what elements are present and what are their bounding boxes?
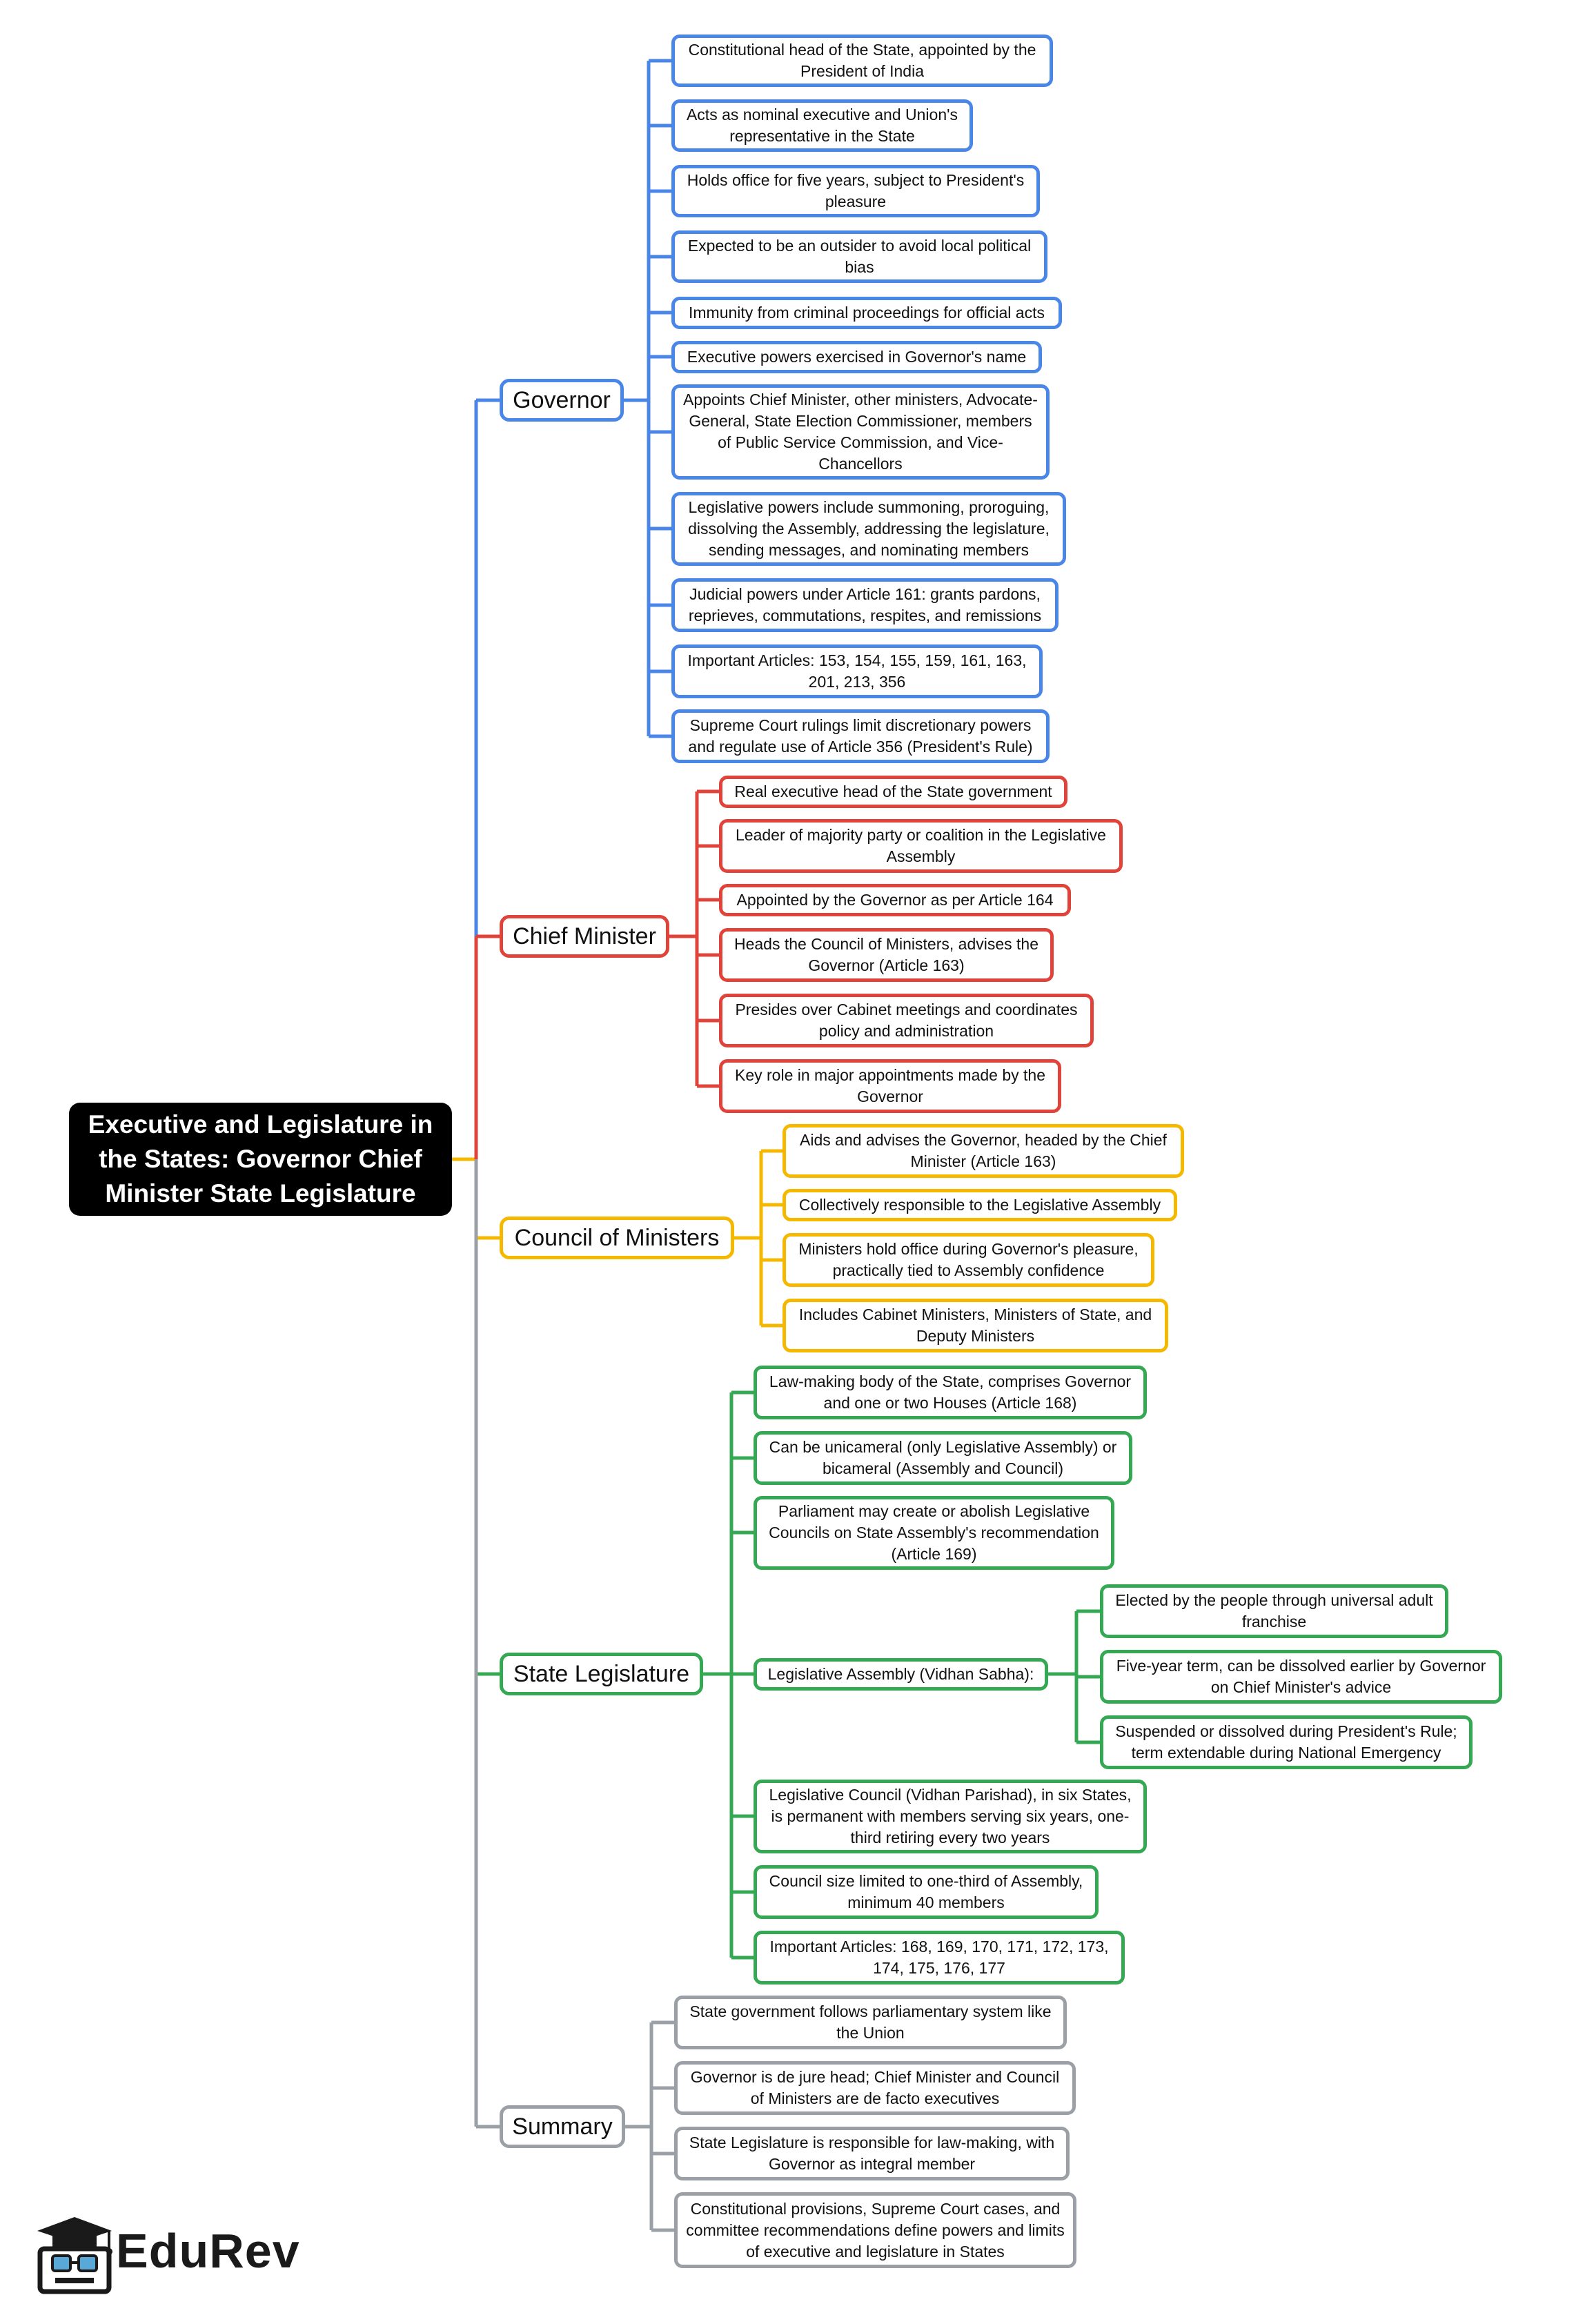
summary-item: Governor is de jure head; Chief Minister… bbox=[674, 2061, 1076, 2115]
branch-governor: Governor bbox=[500, 379, 624, 422]
legislature-item: Can be unicameral (only Legislative Asse… bbox=[754, 1431, 1132, 1485]
legislature-item: Important Articles: 168, 169, 170, 171, … bbox=[754, 1931, 1125, 1985]
council-item: Ministers hold office during Governor's … bbox=[782, 1233, 1154, 1287]
branch-council-of-ministers: Council of Ministers bbox=[500, 1217, 734, 1259]
assembly-sub-item: Five-year term, can be dissolved earlier… bbox=[1100, 1650, 1502, 1704]
governor-item: Appoints Chief Minister, other ministers… bbox=[671, 384, 1050, 480]
chief-minister-item: Real executive head of the State governm… bbox=[719, 776, 1067, 808]
chief-minister-item: Heads the Council of Ministers, advises … bbox=[719, 928, 1054, 982]
summary-item: State Legislature is responsible for law… bbox=[674, 2127, 1070, 2180]
council-item: Collectively responsible to the Legislat… bbox=[782, 1189, 1177, 1221]
council-item: Includes Cabinet Ministers, Ministers of… bbox=[782, 1299, 1168, 1352]
legislature-item: Legislative Council (Vidhan Parishad), i… bbox=[754, 1780, 1147, 1853]
chief-minister-item: Presides over Cabinet meetings and coord… bbox=[719, 994, 1094, 1047]
assembly-sub-item: Elected by the people through universal … bbox=[1100, 1584, 1448, 1638]
chief-minister-item: Key role in major appointments made by t… bbox=[719, 1059, 1061, 1113]
legislature-item: Law-making body of the State, comprises … bbox=[754, 1366, 1147, 1419]
assembly-sub-item: Suspended or dissolved during President'… bbox=[1100, 1715, 1473, 1769]
edurev-logo-icon bbox=[37, 2217, 112, 2294]
governor-item: Acts as nominal executive and Union's re… bbox=[671, 99, 973, 152]
root-topic: Executive and Legislature in the States:… bbox=[69, 1103, 452, 1216]
branch-summary: Summary bbox=[500, 2105, 625, 2148]
branch-state-legislature: State Legislature bbox=[500, 1653, 703, 1695]
chief-minister-item: Appointed by the Governor as per Article… bbox=[719, 884, 1071, 916]
governor-item: Holds office for five years, subject to … bbox=[671, 165, 1040, 217]
governor-item: Supreme Court rulings limit discretionar… bbox=[671, 709, 1050, 763]
governor-item: Important Articles: 153, 154, 155, 159, … bbox=[671, 644, 1043, 698]
chief-minister-item: Leader of majority party or coalition in… bbox=[719, 819, 1123, 873]
edurev-logo-text: EduRev bbox=[116, 2224, 300, 2278]
council-item: Aids and advises the Governor, headed by… bbox=[782, 1124, 1184, 1178]
legislature-item: Parliament may create or abolish Legisla… bbox=[754, 1496, 1114, 1570]
governor-item: Judicial powers under Article 161: grant… bbox=[671, 578, 1059, 632]
summary-item: Constitutional provisions, Supreme Court… bbox=[674, 2192, 1076, 2268]
governor-item: Constitutional head of the State, appoin… bbox=[671, 35, 1053, 87]
branch-chief-minister: Chief Minister bbox=[500, 915, 669, 958]
governor-item: Legislative powers include summoning, pr… bbox=[671, 492, 1066, 566]
governor-item: Executive powers exercised in Governor's… bbox=[671, 341, 1042, 373]
legislature-assembly-item: Legislative Assembly (Vidhan Sabha): bbox=[754, 1658, 1048, 1691]
governor-item: Expected to be an outsider to avoid loca… bbox=[671, 230, 1047, 283]
governor-item: Immunity from criminal proceedings for o… bbox=[671, 297, 1062, 329]
legislature-item: Council size limited to one-third of Ass… bbox=[754, 1865, 1099, 1919]
summary-item: State government follows parliamentary s… bbox=[674, 1996, 1067, 2049]
